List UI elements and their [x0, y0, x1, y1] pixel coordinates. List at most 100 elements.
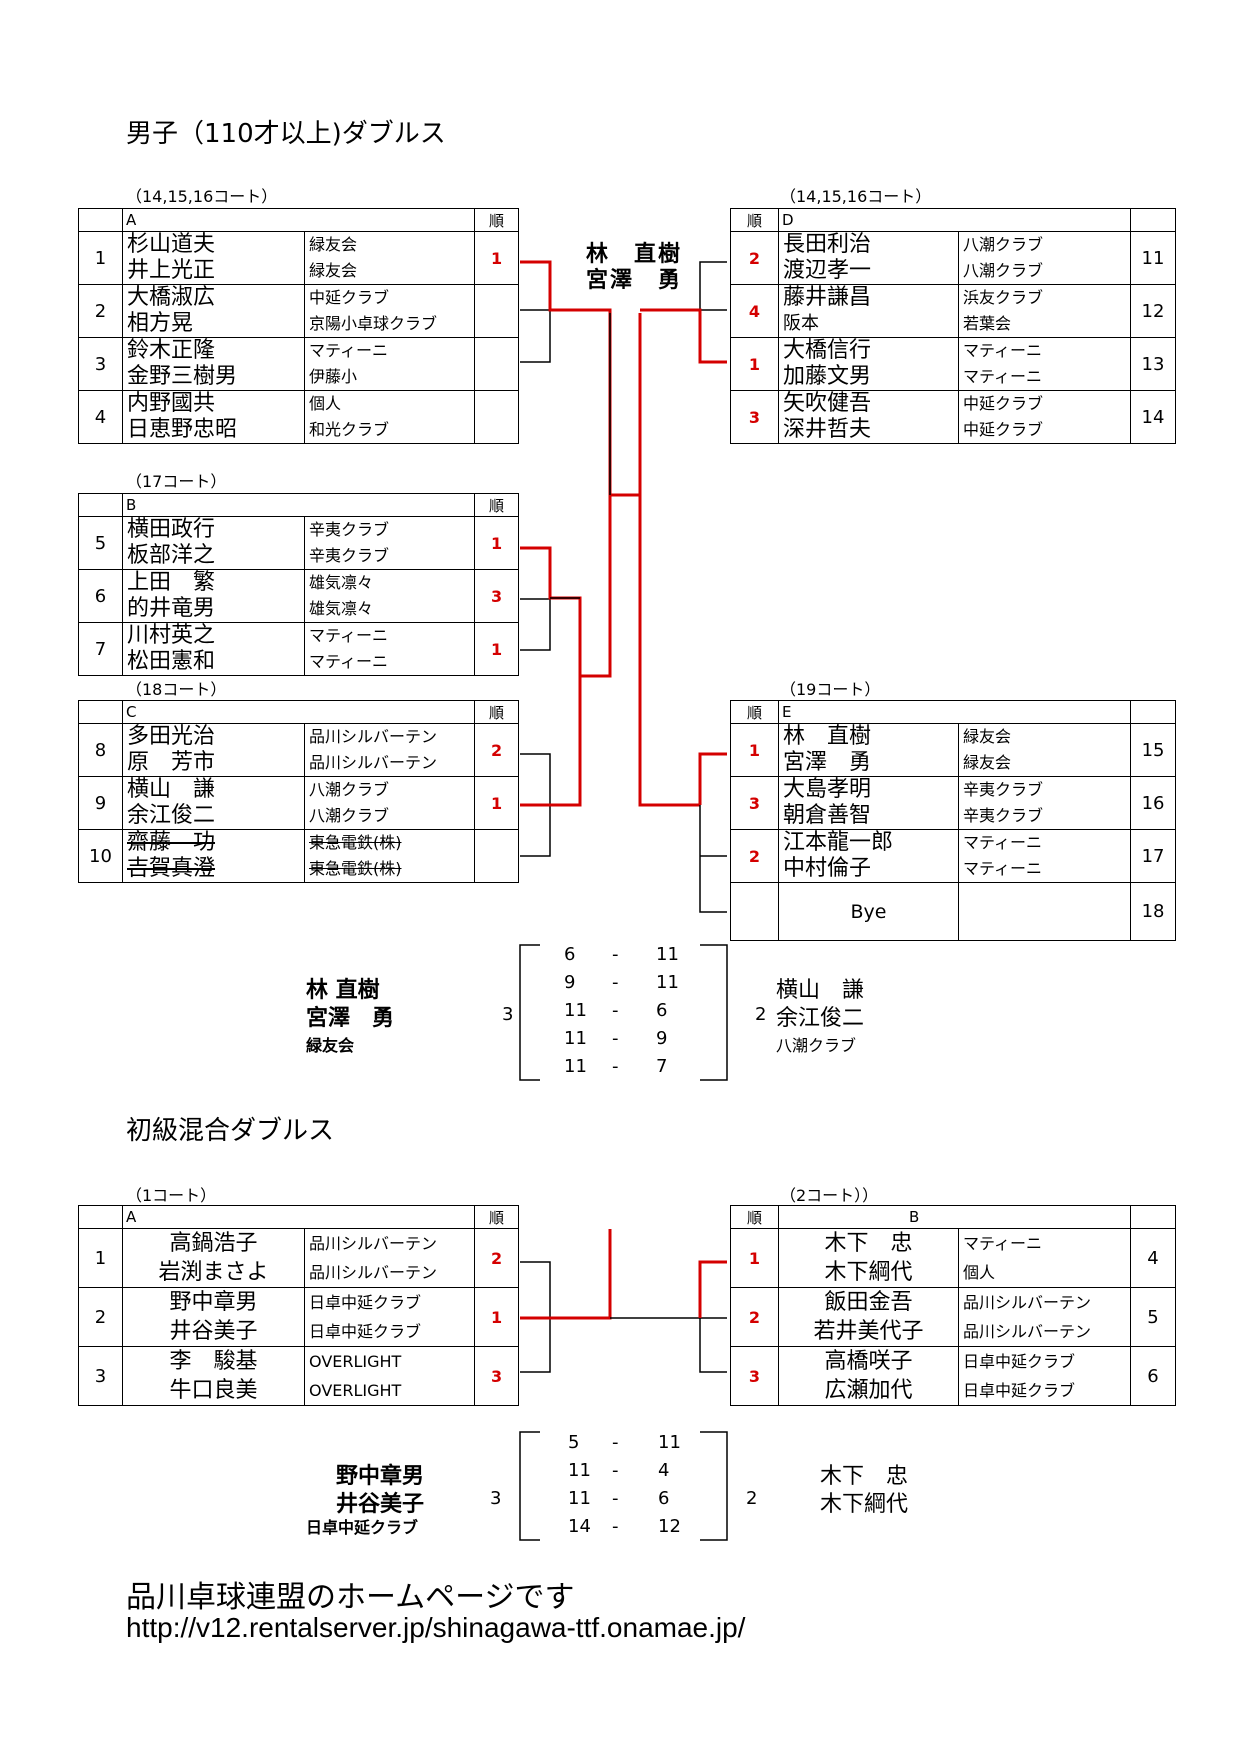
entry-number: 4: [78, 390, 123, 444]
rank-cell: 1: [474, 776, 520, 830]
rank-header: 順: [730, 208, 779, 232]
rank-header: 順: [730, 700, 779, 724]
entry-number: 3: [78, 1346, 123, 1406]
final-left-player: 林 直樹: [306, 978, 380, 1003]
entry-number: 4: [1130, 1228, 1177, 1288]
club-name: 品川シルバーテン: [309, 1234, 438, 1253]
player-name: 相方晃: [127, 311, 194, 336]
section1-title: 男子（110才以上)ダブルス: [126, 119, 446, 149]
group-label: D: [778, 208, 1131, 232]
player-name: 高橋咲子: [824, 1349, 913, 1374]
final-left-player: 宮澤 勇: [306, 1006, 395, 1031]
club-name: マティーニ: [309, 652, 389, 671]
club-name: 日卓中延クラブ: [963, 1381, 1076, 1400]
court-label-d: （14,15,16コート）: [780, 187, 932, 206]
final-right-player: 余江俊二: [776, 1006, 865, 1031]
court-label-b2: （2コート））: [780, 1186, 879, 1205]
winner-name: 林 直樹: [586, 242, 683, 267]
club-name: 緑友会: [963, 753, 1012, 772]
homepage-link[interactable]: http://v12.rentalserver.jp/shinagawa-ttf…: [126, 1612, 746, 1643]
club-name: 日卓中延クラブ: [309, 1322, 422, 1341]
player-name: 横山 謙: [127, 777, 216, 803]
player-name: 木下綱代: [824, 1260, 913, 1285]
final-left-sets: 3: [490, 1488, 502, 1509]
player-name: 上田 繁: [127, 570, 216, 596]
club-name: マティーニ: [963, 833, 1043, 852]
club-name: マティーニ: [963, 341, 1043, 360]
final-right-sets: 2: [755, 1004, 767, 1025]
club-name: 中延クラブ: [963, 394, 1044, 413]
rank-cell: 3: [474, 569, 520, 623]
rank-cell: [474, 829, 520, 883]
club-name: 品川シルバーテン: [963, 1293, 1092, 1312]
group-label: B: [777, 1205, 1132, 1229]
player-name: 阪本: [783, 313, 819, 334]
player-name: 藤井謙昌: [783, 285, 872, 311]
club-name: OVERLIGHT: [309, 1352, 402, 1371]
table-row: 1 林 直樹宮澤 勇 緑友会緑友会 15: [730, 723, 1177, 777]
club-name: 雄気凛々: [309, 573, 374, 592]
rank-cell: 1: [474, 1287, 520, 1347]
club-name: 浜友クラブ: [963, 288, 1044, 307]
entry-number: 17: [1130, 829, 1177, 883]
entry-number: 16: [1130, 776, 1177, 830]
club-name: 和光クラブ: [309, 420, 390, 439]
table-row: 2 飯田金吾若井美代子 品川シルバーテン品川シルバーテン 5: [730, 1287, 1177, 1347]
player-name: 松田憲和: [127, 649, 216, 674]
table-row: 8 多田光治原 芳市 品川シルバーテン品川シルバーテン 2: [78, 723, 520, 777]
club-name: 品川シルバーテン: [309, 727, 438, 746]
entry-number: 18: [1130, 882, 1177, 941]
player-name: 深井哲夫: [783, 417, 872, 442]
court-label-e: （19コート）: [780, 680, 881, 699]
player-name: 的井竜男: [127, 596, 216, 621]
club-name: 中延クラブ: [309, 288, 390, 307]
entry-number: 10: [78, 829, 123, 883]
club-name: 伊藤小: [309, 367, 358, 386]
bye-label: Bye: [778, 882, 959, 941]
rank-cell: [474, 390, 520, 444]
club-name: 品川シルバーテン: [309, 753, 438, 772]
player-name: 加藤文男: [783, 364, 872, 389]
player-name: 日恵野忠昭: [127, 417, 238, 442]
final-left-club: 緑友会: [306, 1036, 355, 1055]
rank-header: 順: [474, 700, 520, 724]
final-right-sets: 2: [746, 1488, 758, 1509]
club-name: 緑友会: [309, 261, 358, 280]
player-name: 渡辺孝一: [783, 258, 872, 283]
group-label: A: [121, 1205, 476, 1229]
club-name: 八潮クラブ: [963, 235, 1044, 254]
club-name: 緑友会: [963, 727, 1012, 746]
player-name: 広瀬加代: [824, 1378, 913, 1403]
club-name: 雄気凛々: [309, 599, 374, 618]
club-name: 日卓中延クラブ: [963, 1352, 1076, 1371]
player-name: 大島孝明: [783, 777, 872, 803]
club-name: 緑友会: [309, 235, 358, 254]
player-name: 野中章男: [169, 1290, 258, 1315]
rank-cell: 1: [474, 231, 520, 285]
club-name: 中延クラブ: [963, 420, 1044, 439]
club-name: 八潮クラブ: [963, 261, 1044, 280]
table-row: 1 高鍋浩子岩渕まさよ 品川シルバーテン品川シルバーテン 2: [78, 1228, 520, 1288]
club-name: 辛夷クラブ: [309, 546, 390, 565]
club-name: 個人: [963, 1263, 996, 1282]
player-name: 若井美代子: [813, 1319, 924, 1344]
player-name: 宮澤 勇: [783, 750, 872, 775]
entry-number: 2: [78, 1287, 123, 1347]
rank-cell: 1: [730, 1228, 779, 1288]
player-name: 板部洋之: [127, 543, 216, 568]
club-name: マティーニ: [963, 1234, 1043, 1253]
entry-number: 7: [78, 622, 123, 676]
rank-cell: 2: [730, 1287, 779, 1347]
player-name: 牛口良美: [169, 1378, 258, 1403]
table-row: 9 横山 謙余江俊二 八潮クラブ八潮クラブ 1: [78, 776, 520, 830]
final-right-player: 木下綱代: [820, 1492, 909, 1517]
player-name: 長田利治: [783, 232, 872, 258]
table-row: 2 長田利治渡辺孝一 八潮クラブ八潮クラブ 11: [730, 231, 1176, 285]
rank-cell: 3: [730, 390, 779, 444]
club-name: 若葉会: [963, 314, 1012, 333]
player-name: 井上光正: [127, 258, 216, 283]
